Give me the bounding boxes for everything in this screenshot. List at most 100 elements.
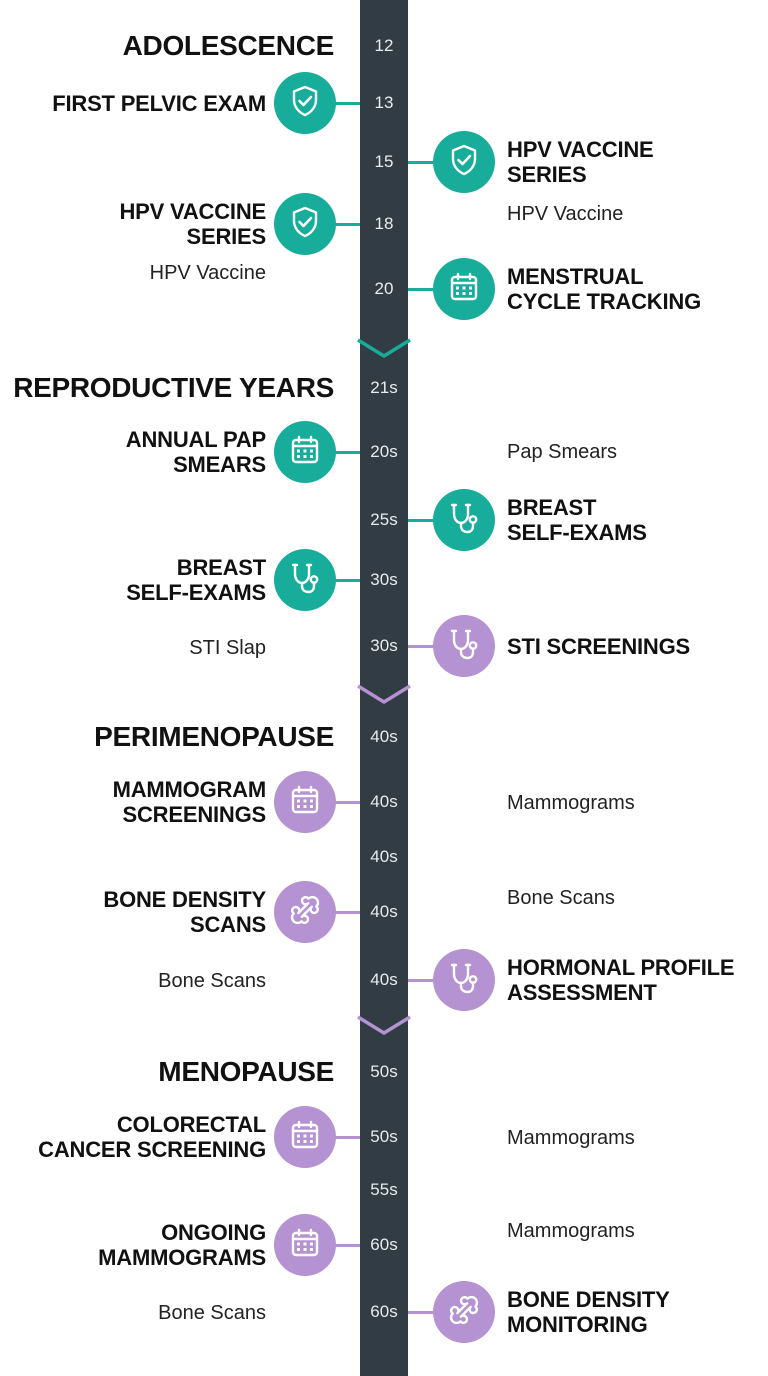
milestone-label-line: SMEARS xyxy=(173,452,266,477)
age-label: 21s xyxy=(370,378,398,397)
milestone-label-line: BONE DENSITY xyxy=(103,887,266,912)
connector-line xyxy=(408,518,438,522)
age-label: 20 xyxy=(374,279,394,298)
milestone-label: STI SCREENINGS xyxy=(507,634,690,659)
milestone-label-line: CANCER SCREENING xyxy=(38,1137,266,1162)
age-label: 30s xyxy=(370,570,398,589)
bone-badge xyxy=(274,881,336,943)
milestone-label-line: SELF-EXAMS xyxy=(126,580,266,605)
connector-line xyxy=(408,287,438,291)
connector-line xyxy=(330,1135,360,1139)
milestone-label-line: SERIES xyxy=(507,162,587,187)
age-label: 40s xyxy=(370,792,398,811)
section-title: ADOLESCENCE xyxy=(122,30,335,61)
calendar-badge xyxy=(274,1106,336,1168)
bone-badge xyxy=(433,1281,495,1343)
note-text: Mammograms xyxy=(507,792,635,814)
stethoscope-badge xyxy=(274,549,336,611)
age-label: 15 xyxy=(374,152,394,171)
age-label: 40s xyxy=(370,727,398,746)
calendar-icon xyxy=(287,782,323,823)
age-label: 60s xyxy=(370,1302,398,1321)
section-title: REPRODUCTIVE YEARS xyxy=(13,372,334,403)
section-title: PERIMENOPAUSE xyxy=(94,721,334,752)
note-text: Bone Scans xyxy=(158,970,266,992)
milestone-label-line: BREAST xyxy=(507,495,597,520)
connector-line xyxy=(408,978,438,982)
milestone-label-line: SCREENINGS xyxy=(122,802,267,827)
stethoscope-icon xyxy=(446,500,482,541)
milestone-label-line: MAMMOGRAM xyxy=(112,777,267,802)
connector-line xyxy=(408,644,438,648)
age-label: 50s xyxy=(370,1127,398,1146)
age-label: 50s xyxy=(370,1062,398,1081)
milestone-label-line: MONITORING xyxy=(507,1312,648,1337)
stethoscope-badge xyxy=(433,489,495,551)
shield-check-icon xyxy=(287,204,323,245)
shield-check-badge xyxy=(274,193,336,255)
stethoscope-badge xyxy=(433,949,495,1011)
milestone-label-line: HPV VACCINE xyxy=(507,137,654,162)
connector-line xyxy=(330,101,360,105)
milestone-label-line: MENSTRUAL xyxy=(507,264,644,289)
note-text: Mammograms xyxy=(507,1220,635,1242)
note-text: STI Slap xyxy=(189,637,266,659)
connector-line xyxy=(330,800,360,804)
shield-check-badge xyxy=(433,131,495,193)
section-title: MENOPAUSE xyxy=(158,1056,334,1087)
milestone-label-line: COLORECTAL xyxy=(116,1112,266,1137)
shield-check-icon xyxy=(287,83,323,124)
milestone-label-line: HORMONAL PROFILE xyxy=(507,955,735,980)
connector-line xyxy=(408,1310,438,1314)
calendar-icon xyxy=(446,269,482,310)
connector-line xyxy=(330,1243,360,1247)
calendar-badge xyxy=(274,421,336,483)
milestone-label-line: HPV VACCINE xyxy=(119,199,266,224)
milestone-label-line: ONGOING xyxy=(161,1220,266,1245)
calendar-icon xyxy=(287,432,323,473)
note-text: Bone Scans xyxy=(507,887,615,909)
section-divider-chevron xyxy=(357,684,411,704)
shield-check-icon xyxy=(446,142,482,183)
note-text: HPV Vaccine xyxy=(507,203,624,225)
age-label: 60s xyxy=(370,1235,398,1254)
milestone-label-line: FIRST PELVIC EXAM xyxy=(52,90,266,116)
milestone-label-line: ANNUAL PAP xyxy=(125,427,266,452)
bone-icon xyxy=(287,892,323,933)
age-label: 40s xyxy=(370,970,398,989)
stethoscope-icon xyxy=(446,626,482,667)
milestone-label: FIRST PELVIC EXAM xyxy=(52,91,266,116)
age-label: 13 xyxy=(374,93,394,112)
milestone-label-line: MAMMOGRAMS xyxy=(98,1245,266,1270)
calendar-icon xyxy=(287,1225,323,1266)
stethoscope-icon xyxy=(446,960,482,1001)
note-text: Pap Smears xyxy=(507,441,618,463)
milestone-label-line: BONE DENSITY xyxy=(507,1287,670,1312)
milestone-label-line: ASSESSMENT xyxy=(507,980,657,1005)
shield-check-badge xyxy=(274,72,336,134)
age-label: 25s xyxy=(370,510,398,529)
milestone-label-line: SCANS xyxy=(189,912,266,937)
milestone-label-line: SERIES xyxy=(186,224,267,249)
note-text: HPV Vaccine xyxy=(149,262,266,284)
connector-line xyxy=(330,450,360,454)
note-text: Mammograms xyxy=(507,1127,635,1149)
milestone-label-line: SELF-EXAMS xyxy=(507,520,647,545)
age-label: 20s xyxy=(370,442,398,461)
milestone-label-line: STI SCREENINGS xyxy=(507,633,691,659)
age-label: 40s xyxy=(370,847,398,866)
note-text: Bone Scans xyxy=(158,1302,266,1324)
calendar-badge xyxy=(433,258,495,320)
